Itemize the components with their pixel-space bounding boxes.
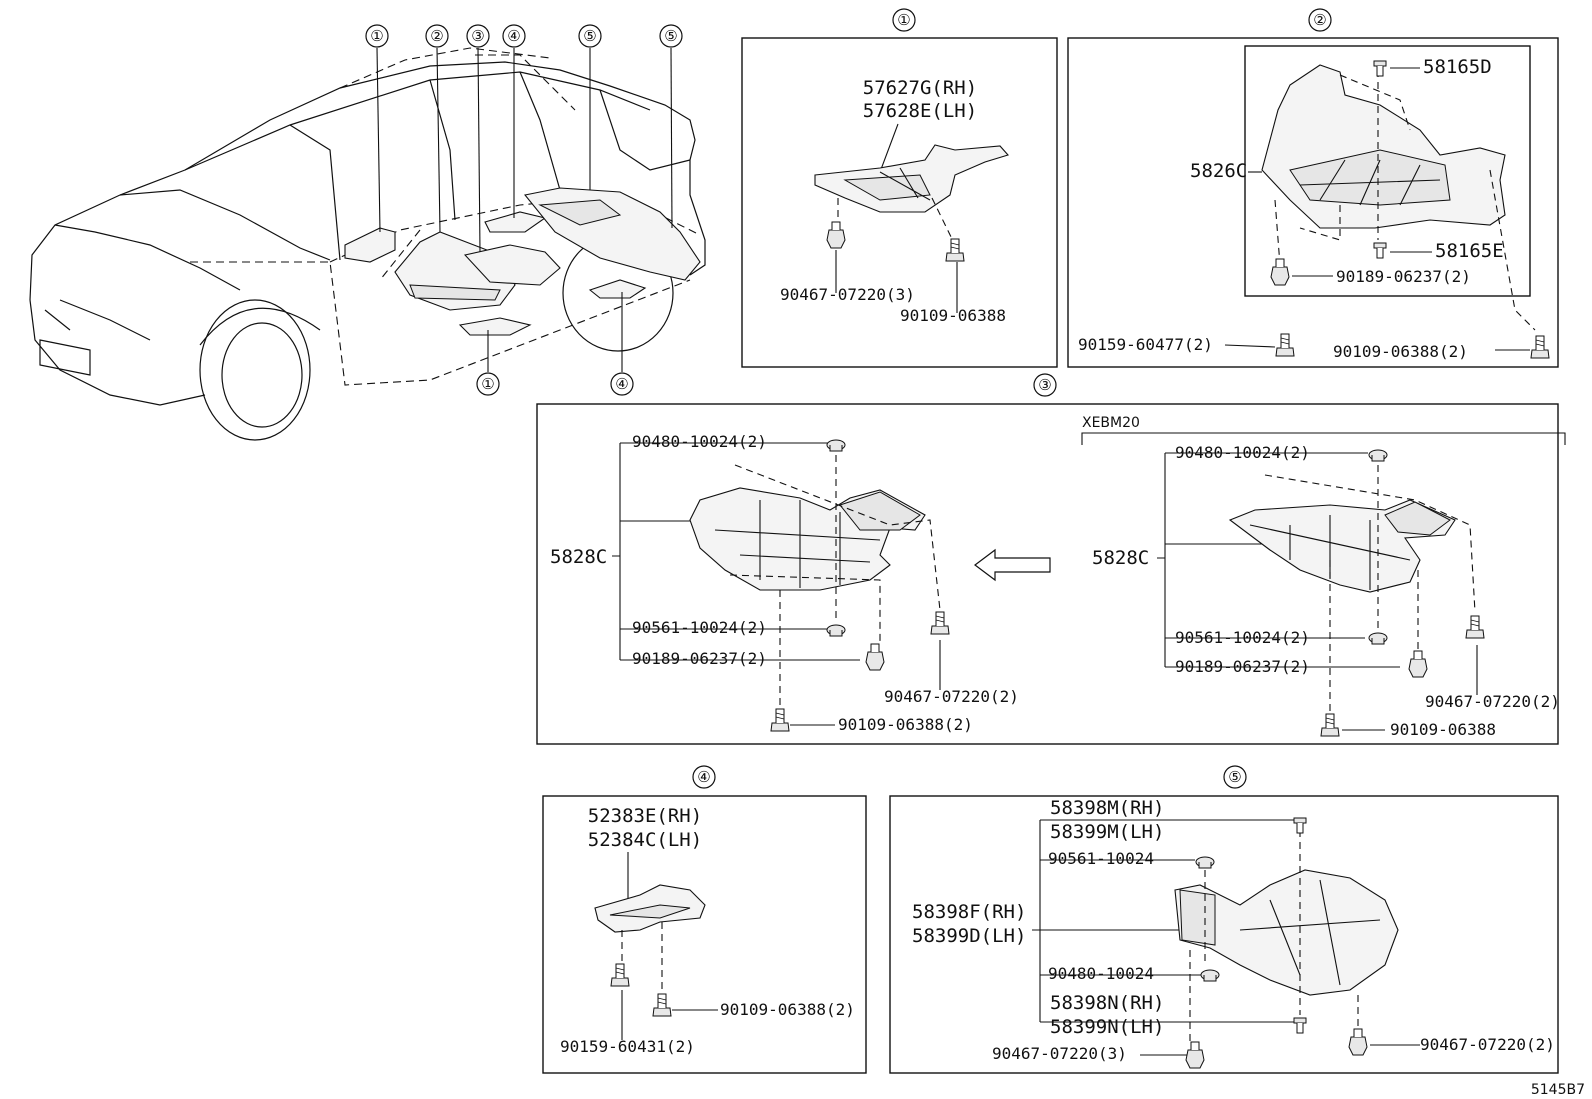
car-callout-1b: ① [476, 372, 500, 396]
car-callout-4b: ④ [610, 372, 634, 396]
panel-4: ④ 52383E(RH) 52384C(LH) 90109-06388(2) 9… [542, 765, 867, 1074]
part-5826c: 5826C [1190, 160, 1247, 182]
clip-90189-06237: 90189-06237(2) [1336, 267, 1471, 286]
panel-2-callout: ② [1308, 8, 1332, 32]
part-58398m: 58398M(RH) [1050, 797, 1164, 819]
car-callout-1a: ① [365, 24, 389, 48]
panel-1: ① 57627G(RH) 57628E(LH) 90467-07220(3) 9… [741, 8, 1058, 368]
panel-3-right: XEBM20 5828C 90480-10024(2) 90561-10024(… [1081, 415, 1566, 739]
car-callout-3: ③ [466, 24, 490, 48]
clip-90467-07220-3: 90467-07220(3) [992, 1044, 1127, 1063]
part-57628e: 57628E(LH) [863, 100, 977, 122]
figure-code: 5145B7 [1531, 1082, 1585, 1098]
grommet-90480-10024-right: 90480-10024(2) [1175, 443, 1310, 462]
panel-1-callout: ① [892, 8, 916, 32]
bolt-90109-06388-left: 90109-06388(2) [838, 715, 973, 734]
car-callout-2: ② [425, 24, 449, 48]
bolt-90109-06388: 90109-06388(2) [720, 1000, 855, 1019]
part-58399n: 58399N(LH) [1050, 1016, 1164, 1038]
part-58399m: 58399M(LH) [1050, 821, 1164, 843]
part-58399d: 58399D(LH) [912, 925, 1026, 947]
grommet-90480-10024: 90480-10024 [1048, 964, 1154, 983]
screw-90159-60477: 90159-60477(2) [1078, 335, 1213, 354]
svg-text:⑤: ⑤ [583, 27, 596, 45]
svg-text:①: ① [370, 27, 383, 45]
svg-text:②: ② [430, 27, 443, 45]
svg-text:⑤: ⑤ [664, 27, 677, 45]
panel-3: ③ 5828C 90480-10024(2) 90561-1002 [536, 373, 1566, 745]
clip-90467-07220-2: 90467-07220(2) [1420, 1035, 1555, 1054]
svg-text:①: ① [481, 375, 494, 393]
svg-text:④: ④ [507, 27, 520, 45]
clip-90189-06237-right: 90189-06237(2) [1175, 657, 1310, 676]
car-callout-leaders [376, 47, 673, 372]
clip-90467-07220: 90467-07220(3) [780, 285, 915, 304]
bolt-90109-06388: 90109-06388(2) [1333, 342, 1468, 361]
svg-text:②: ② [1313, 11, 1326, 29]
bolt-90109-06388: 90109-06388 [900, 306, 1006, 325]
clip-90189-06237-left: 90189-06237(2) [632, 649, 767, 668]
part-5828c-left: 5828C [550, 546, 607, 568]
car-parts [344, 187, 701, 336]
svg-text:④: ④ [615, 375, 628, 393]
panel-2: ② 58165D 5826C 58165E 90189-06237(2) 901… [1067, 8, 1559, 368]
car-callout-5a: ⑤ [578, 24, 602, 48]
variant-label: XEBM20 [1082, 415, 1140, 431]
nut-90561-10024-left: 90561-10024(2) [632, 618, 767, 637]
screw-90159-60431: 90159-60431(2) [560, 1037, 695, 1056]
svg-text:①: ① [897, 11, 910, 29]
panel-3-left: 5828C 90480-10024(2) 90561-10024(2) 9018… [550, 432, 1019, 734]
svg-text:④: ④ [697, 768, 710, 786]
panel-5: ⑤ 58398M(RH) 58399M(LH) 90561-10024 5839… [889, 765, 1559, 1074]
part-57627g: 57627G(RH) [863, 77, 977, 99]
panel-3-callout: ③ [1033, 373, 1057, 397]
nut-90561-10024-right: 90561-10024(2) [1175, 628, 1310, 647]
clip-90467-07220-right: 90467-07220(2) [1425, 692, 1560, 711]
car-callout-5b: ⑤ [659, 24, 683, 48]
clip-90467-07220-left: 90467-07220(2) [884, 687, 1019, 706]
panel-5-callout: ⑤ [1223, 765, 1247, 789]
svg-text:③: ③ [1038, 376, 1051, 394]
part-52383e: 52383E(RH) [588, 805, 702, 827]
svg-text:③: ③ [471, 27, 484, 45]
nut-90561-10024: 90561-10024 [1048, 849, 1154, 868]
bolt-90109-06388-right: 90109-06388 [1390, 720, 1496, 739]
part-58398n: 58398N(RH) [1050, 992, 1164, 1014]
svg-text:⑤: ⑤ [1228, 768, 1241, 786]
grommet-90480-10024-left: 90480-10024(2) [632, 432, 767, 451]
car-callout-4a: ④ [502, 24, 526, 48]
pin-58165d: 58165D [1423, 56, 1492, 78]
panel-3-arrow [974, 548, 1051, 582]
part-52384c: 52384C(LH) [588, 829, 702, 851]
part-58398f: 58398F(RH) [912, 901, 1026, 923]
pin-58165e: 58165E [1435, 240, 1504, 262]
part-5828c-right: 5828C [1092, 547, 1149, 569]
panel-4-callout: ④ [692, 765, 716, 789]
